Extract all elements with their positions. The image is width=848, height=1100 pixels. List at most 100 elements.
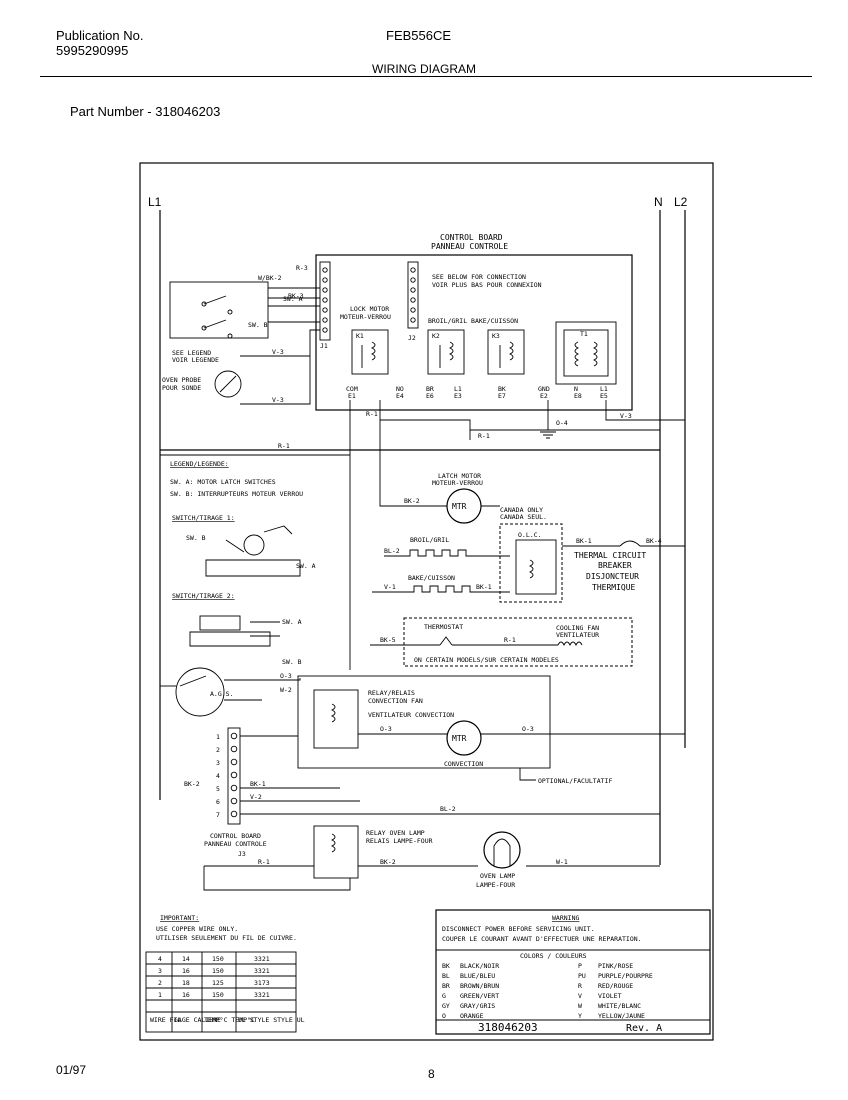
color-code: R (578, 982, 582, 990)
color-code: Y (578, 1012, 582, 1020)
wire-table-cell: 16 (182, 967, 190, 975)
see-below-note-1: SEE BELOW FOR CONNECTION (432, 273, 526, 281)
thermal-breaker-label-3: DISJONCTEUR (586, 572, 639, 581)
svg-text:N: N (574, 385, 578, 393)
wire-table-cell: 4 (158, 955, 162, 963)
control-board (315, 254, 633, 411)
bake-element (372, 585, 510, 593)
svg-text:3: 3 (216, 759, 220, 767)
olc-label: O.L.C. (518, 531, 541, 539)
color-code: W (578, 1002, 582, 1010)
see-legend-label: SEE LEGEND (172, 349, 211, 357)
svg-text:4: 4 (216, 772, 220, 780)
legend-sw-a: SW. A: MOTOR LATCH SWITCHES (170, 478, 276, 486)
svg-text:T1: T1 (580, 330, 588, 338)
certain-models-note: ON CERTAIN MODELS/SUR CERTAIN MODELES (414, 656, 559, 664)
wire-table-cell: 3321 (254, 967, 270, 975)
canada-only: CANADA ONLY (500, 506, 543, 514)
lamp-relay-label-1: RELAY OVEN LAMP (366, 829, 425, 837)
sw-a-label: SW. A (283, 295, 303, 303)
oven-probe-wires (240, 329, 320, 405)
j3-board-label-3: J3 (238, 850, 246, 858)
important-title: IMPORTANT: (160, 914, 199, 922)
thermal-breaker-label-4: THERMIQUE (592, 583, 636, 592)
relay-conv-label-3: VENTILATEUR CONVECTION (368, 711, 454, 719)
important-line-2: UTILISER SEULEMENT DU FIL DE CUIVRE. (156, 934, 297, 942)
wire-label-w2: W-2 (280, 686, 292, 694)
line-n-label: N (654, 195, 663, 209)
important-line-1: USE COPPER WIRE ONLY. (156, 925, 238, 933)
svg-text:E8: E8 (574, 392, 582, 400)
relay-conv-label-2: CONVECTION FAN (368, 697, 423, 705)
wire-label-wbk2: W/BK-2 (258, 274, 282, 282)
lock-motor-label-fr: MOTEUR-VERROU (340, 313, 391, 321)
line-l2-label: L2 (674, 195, 688, 209)
relay-k2: K2 (427, 329, 465, 375)
wire-label-o3-c: O-3 (522, 725, 534, 733)
model-number: FEB556CE (386, 28, 452, 43)
wire-table-cell: 150 (212, 991, 224, 999)
svg-text:6: 6 (216, 798, 220, 806)
switch-2-drawing: SW. A SW. B (189, 615, 302, 666)
wire-table-cell: 14 (182, 955, 190, 963)
wire-label-r1-c: R-1 (478, 432, 490, 440)
publication-label: Publication No. (56, 28, 144, 43)
wire-label-bk5: BK-5 (380, 636, 396, 644)
oven-lamp-label-fr: LAMPE-FOUR (476, 881, 515, 889)
wire-table-header: TEMP°C TEMP°C (204, 1016, 255, 1024)
warning-title: WARNING (552, 914, 579, 922)
color-name: RED/ROUGE (598, 982, 633, 990)
color-code: BL (442, 972, 450, 980)
color-code: V (578, 992, 582, 1000)
svg-text:K1: K1 (356, 332, 364, 340)
footer-date: 01/97 (56, 1063, 87, 1077)
wire-label-v3-c: V-3 (620, 412, 632, 420)
color-code: P (578, 962, 582, 970)
transformer-t1: T1 (555, 321, 617, 385)
legend-sw-b: SW. B: INTERRUPTEURS MOTEUR VERROU (170, 490, 303, 498)
wire-table-header: WIRE FIL (150, 1016, 181, 1024)
see-legend-label-fr: VOIR LEGENDE (172, 356, 219, 364)
color-name: PINK/ROSE (598, 962, 633, 970)
j3-connector (227, 727, 241, 825)
svg-text:SW. A: SW. A (282, 618, 302, 626)
wire-label-r1-e: R-1 (258, 858, 270, 866)
color-code: PU (578, 972, 586, 980)
convection-relay (313, 689, 359, 749)
cooling-fan-label-fr: VENTILATEUR (556, 631, 599, 639)
wire-label-bl2-b: BL-2 (440, 805, 456, 813)
svg-text:BR: BR (426, 385, 434, 393)
wire-table-cell: 1 (158, 991, 162, 999)
svg-text:5: 5 (216, 785, 220, 793)
color-name: VIOLET (598, 992, 622, 1000)
color-code: G (442, 992, 446, 1000)
wire-label-bl2: BL-2 (384, 547, 400, 555)
wire-table-cell: 18 (182, 979, 190, 987)
wire-label-o3: O-3 (280, 672, 292, 680)
bake-element-label: BAKE/CUISSON (408, 574, 455, 582)
control-board-title-fr: PANNEAU CONTROLE (431, 242, 508, 251)
colors-title: COLORS / COULEURS (520, 952, 587, 960)
control-board-title: CONTROL BOARD (440, 233, 503, 242)
wire-label-bk1-c: BK-1 (250, 780, 266, 788)
wire-table-cell: 150 (212, 967, 224, 975)
oven-lamp (483, 831, 521, 869)
r1-bridge-wire (379, 400, 660, 440)
color-name: BLUE/BLEU (460, 972, 495, 980)
com-wire (349, 400, 380, 670)
warning-line-2: COUPER LE COURANT AVANT D'EFFECTUER UNE … (442, 935, 642, 943)
sw-b-label: SW. B (248, 321, 268, 329)
convection-motor (446, 720, 482, 756)
wire-label-bk2-b: BK-2 (184, 780, 200, 788)
oven-probe-label: OVEN PROBE (162, 376, 201, 384)
cooling-fan-box (403, 617, 633, 667)
wire-table-cell: 16 (182, 991, 190, 999)
wire-label-w1: W-1 (556, 858, 568, 866)
j1-label: J1 (320, 342, 328, 350)
wire-label-o3-b: O-3 (380, 725, 392, 733)
olc-relay (515, 539, 557, 595)
color-name: ORANGE (460, 1012, 484, 1020)
lamp-relay (313, 825, 359, 879)
part-number: Part Number - 318046203 (70, 104, 221, 119)
